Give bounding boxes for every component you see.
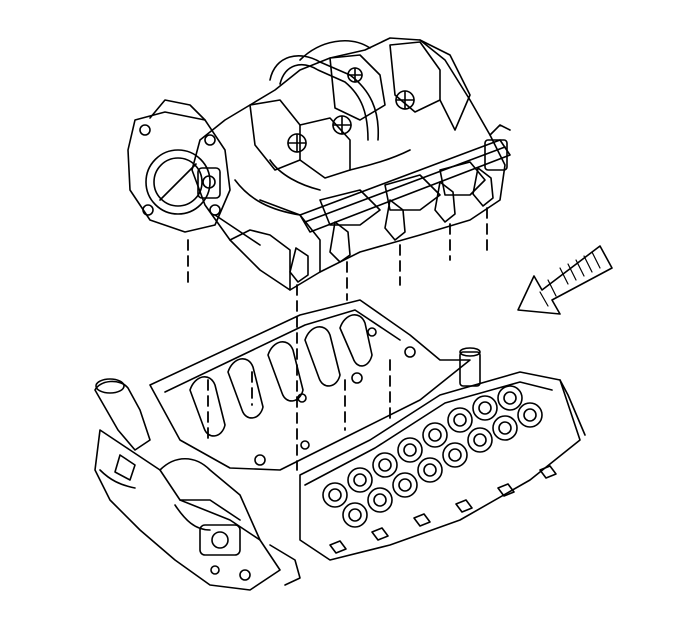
head-bolt-holes — [329, 465, 557, 554]
alignment-guide-lines — [187, 207, 488, 471]
lower-manifold-gasket-area — [149, 299, 481, 471]
engine-block-lower — [94, 378, 301, 591]
fuel-rail-injectors — [289, 124, 511, 283]
throttle-body — [127, 99, 231, 233]
valve-springs — [322, 385, 543, 528]
manifold-bolts — [287, 67, 415, 153]
cylinder-head — [299, 371, 586, 561]
injectors — [289, 167, 494, 283]
upper-intake-manifold — [191, 37, 506, 291]
intake-ports — [189, 314, 373, 437]
direction-arrow — [517, 245, 613, 315]
